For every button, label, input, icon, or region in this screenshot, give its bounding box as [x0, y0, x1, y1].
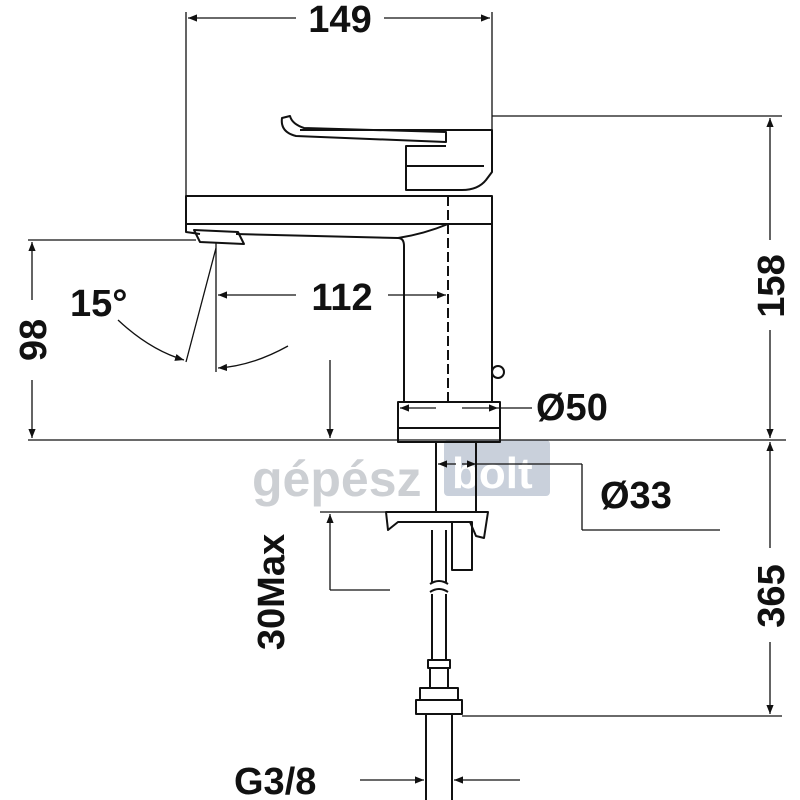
threaded-rod [451, 521, 473, 571]
label-diameter-33: Ø33 [600, 475, 672, 517]
label-thread-g38: G3/8 [234, 761, 316, 800]
label-height-365: 365 [751, 564, 793, 627]
watermark-text-part1: gépész [252, 451, 422, 507]
aerator [193, 229, 245, 245]
side-knob [491, 365, 505, 379]
handle-lever [280, 115, 447, 143]
watermark-box [444, 440, 550, 496]
spout-top [185, 195, 493, 225]
label-height-98: 98 [13, 319, 55, 361]
watermark: gépész bolt [252, 440, 550, 507]
label-angle-15: 15° [70, 283, 127, 325]
label-30max: 30Max [251, 534, 293, 650]
label-height-158: 158 [751, 254, 793, 317]
dimension-labels: 149 158 365 98 112 15° Ø50 Ø33 30Max G3/… [13, 0, 793, 800]
label-width-149: 149 [308, 0, 371, 41]
base-ring [397, 401, 501, 429]
label-reach-112: 112 [311, 277, 372, 319]
handle-block [300, 129, 493, 191]
supply-hose [415, 530, 463, 800]
watermark-text-part2: bolt [452, 449, 533, 498]
label-diameter-50: Ø50 [536, 387, 608, 429]
dimension-lines [28, 12, 786, 784]
